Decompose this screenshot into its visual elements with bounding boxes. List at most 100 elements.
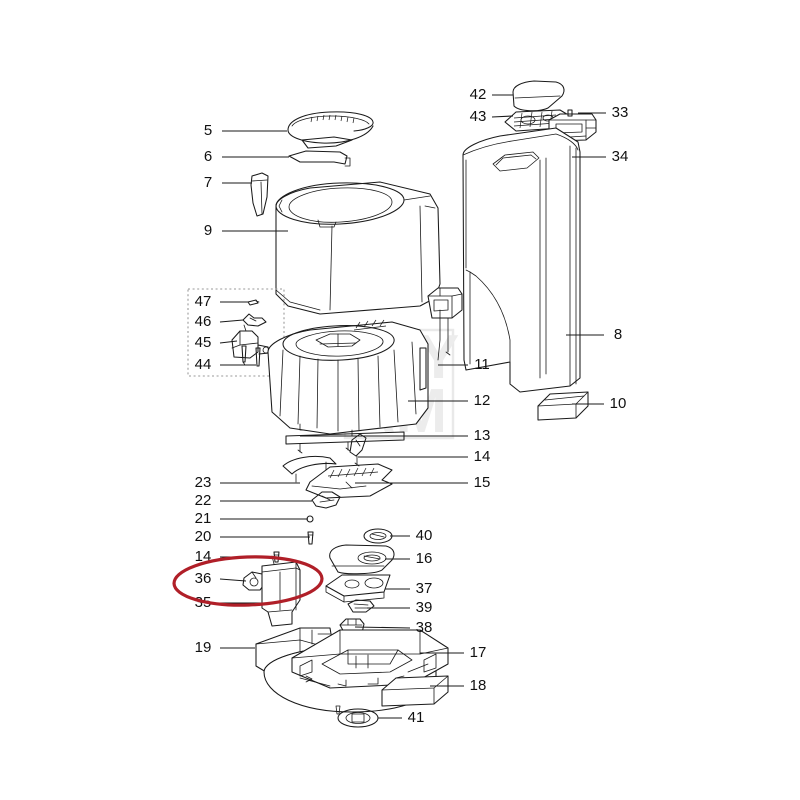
callout-number-13: 13 <box>474 427 491 444</box>
leader-line-45 <box>219 340 238 344</box>
callout-41[interactable]: 41 <box>378 709 424 726</box>
callout-number-9: 9 <box>204 222 212 239</box>
leader-line-38 <box>354 626 411 629</box>
callout-12[interactable]: 12 <box>408 392 490 409</box>
callout-20[interactable]: 20 <box>195 528 310 545</box>
part-22-small-bracket <box>311 491 341 509</box>
callout-number-19: 19 <box>195 639 212 656</box>
highlight-ellipse-part-36 <box>172 555 324 607</box>
leader-line-36 <box>219 578 247 582</box>
callout-number-14: 14 <box>474 448 491 465</box>
part-20-screw <box>307 531 314 545</box>
callout-10[interactable]: 10 <box>572 395 626 412</box>
callout-19[interactable]: 19 <box>195 639 255 656</box>
callout-number-38: 38 <box>416 619 433 636</box>
callout-number-47: 47 <box>195 293 212 310</box>
part-6-strips <box>288 136 353 167</box>
callout-number-12: 12 <box>474 392 491 409</box>
part-37-box-plate <box>325 574 391 603</box>
callout-40[interactable]: 40 <box>390 527 432 544</box>
callout-number-23: 23 <box>195 474 212 491</box>
callout-33[interactable]: 33 <box>578 104 628 121</box>
callout-number-36: 36 <box>195 570 212 587</box>
part-47-pin <box>247 299 260 306</box>
callout-17[interactable]: 17 <box>420 644 486 661</box>
callout-number-17: 17 <box>470 644 487 661</box>
callout-number-40: 40 <box>416 527 433 544</box>
part-18-front-panel <box>381 675 449 707</box>
part-12-fluted-body <box>267 319 429 437</box>
callout-16[interactable]: 16 <box>385 550 432 567</box>
callout-number-18: 18 <box>470 677 487 694</box>
callout-number-22: 22 <box>195 492 212 509</box>
callout-7[interactable]: 7 <box>204 174 252 191</box>
callout-number-39: 39 <box>416 599 433 616</box>
callout-9[interactable]: 9 <box>204 222 288 239</box>
callout-8[interactable]: 8 <box>566 326 622 343</box>
callout-43[interactable]: 43 <box>470 108 514 125</box>
callout-42[interactable]: 42 <box>470 86 513 103</box>
callout-38[interactable]: 38 <box>354 619 433 636</box>
callout-number-34: 34 <box>612 148 629 165</box>
callout-number-46: 46 <box>195 313 212 330</box>
part-7-wedge <box>250 172 269 217</box>
callout-11[interactable]: 11 <box>438 356 490 373</box>
part-10-small-cover <box>537 391 589 421</box>
callout-number-6: 6 <box>204 148 212 165</box>
callout-number-33: 33 <box>612 104 629 121</box>
part-11-corner-bracket <box>427 287 463 361</box>
callout-22[interactable]: 22 <box>195 492 312 509</box>
callout-number-45: 45 <box>195 334 212 351</box>
callout-14[interactable]: 14 <box>358 448 490 465</box>
callout-34[interactable]: 34 <box>572 148 628 165</box>
leader-line-43 <box>491 115 514 118</box>
callout-36[interactable]: 36 <box>195 570 247 587</box>
part-39-gasket <box>347 599 375 613</box>
part-35-panel <box>261 555 301 627</box>
callout-21[interactable]: 21 <box>195 510 308 527</box>
leader-line-46 <box>219 319 244 323</box>
part-13-strip-bar <box>285 431 405 454</box>
callout-number-11: 11 <box>474 356 490 373</box>
callout-number-15: 15 <box>474 474 491 491</box>
callout-number-7: 7 <box>204 174 212 191</box>
callout-39[interactable]: 39 <box>367 599 432 616</box>
callout-number-5: 5 <box>204 122 212 139</box>
callout-44[interactable]: 44 <box>195 356 256 373</box>
callout-number-20: 20 <box>195 528 212 545</box>
part-9-upper-shell <box>275 181 441 315</box>
callout-45[interactable]: 45 <box>195 334 238 351</box>
part-40-oval-gasket <box>363 528 393 544</box>
callout-5[interactable]: 5 <box>204 122 287 139</box>
callout-number-10: 10 <box>610 395 627 412</box>
callout-number-43: 43 <box>470 108 487 125</box>
callout-23[interactable]: 23 <box>195 474 300 491</box>
part-45-sensor-block <box>231 324 270 359</box>
part-23-curved-arm <box>282 455 337 483</box>
part-42-soft-pad <box>512 80 565 112</box>
callout-18[interactable]: 18 <box>430 677 486 694</box>
callout-47[interactable]: 47 <box>195 293 248 310</box>
callout-number-21: 21 <box>195 510 212 527</box>
part-15-grated-plate <box>305 463 393 499</box>
part-46-clip <box>242 313 267 327</box>
part-17-base-chassis <box>263 629 449 713</box>
optional-parts-group-box <box>187 288 285 377</box>
callout-15[interactable]: 15 <box>355 474 490 491</box>
part-8-outer-shell <box>462 127 581 393</box>
callout-number-42: 42 <box>470 86 487 103</box>
callout-46[interactable]: 46 <box>195 313 244 330</box>
callout-number-41: 41 <box>408 709 425 726</box>
callout-number-8: 8 <box>614 326 622 343</box>
callout-13[interactable]: 13 <box>300 427 490 444</box>
part-16-rounded-plate <box>329 544 395 575</box>
callout-37[interactable]: 37 <box>385 580 432 597</box>
callout-number-44: 44 <box>195 356 212 373</box>
callout-number-37: 37 <box>416 580 433 597</box>
part-44-screws <box>241 345 261 367</box>
callout-number-16: 16 <box>416 550 433 567</box>
callout-6[interactable]: 6 <box>204 148 289 165</box>
